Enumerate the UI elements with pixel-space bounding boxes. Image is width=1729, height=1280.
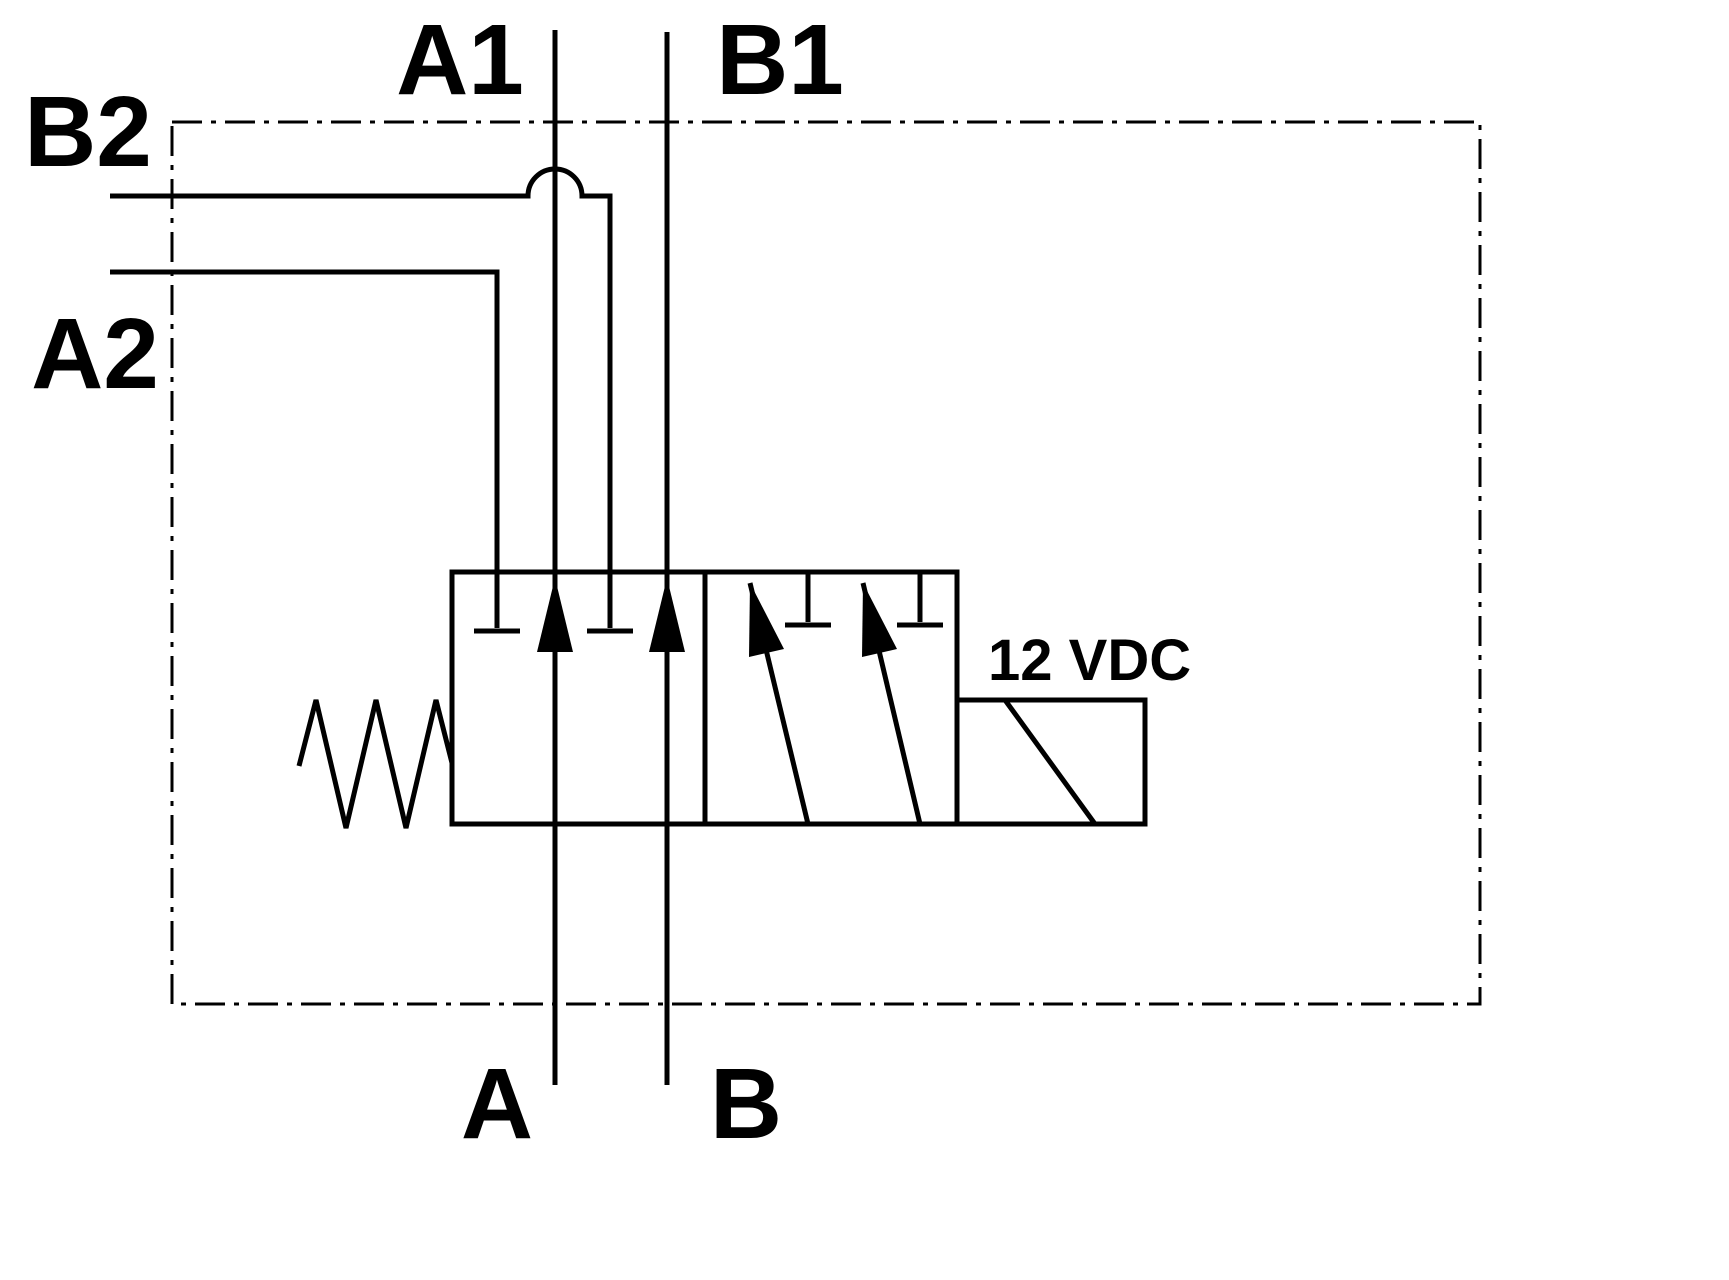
flow-arrowhead-a	[537, 578, 573, 652]
pilot-line-b2	[110, 166, 613, 572]
label-solenoid-voltage: 12 VDC	[988, 628, 1191, 693]
blocked-port-a2	[474, 572, 520, 634]
label-port-b2: B2	[24, 76, 152, 188]
blocked-port-right-1	[785, 572, 831, 628]
label-port-a2: A2	[31, 298, 159, 410]
blocked-port-b2	[587, 572, 633, 634]
label-port-a: A	[461, 1048, 533, 1160]
label-port-b1: B1	[716, 4, 844, 116]
enclosure-boundary	[170, 120, 1482, 1006]
label-port-a1: A1	[396, 4, 524, 116]
flow-arrowhead-b	[649, 578, 685, 652]
blocked-port-right-2	[897, 572, 943, 628]
spring-return-symbol	[296, 699, 455, 829]
pilot-line-a2	[110, 269, 500, 572]
solenoid-symbol	[954, 697, 1148, 827]
crossed-flow-path-2	[860, 582, 923, 825]
crossed-flow-path-1	[747, 582, 811, 825]
label-port-b: B	[710, 1048, 782, 1160]
